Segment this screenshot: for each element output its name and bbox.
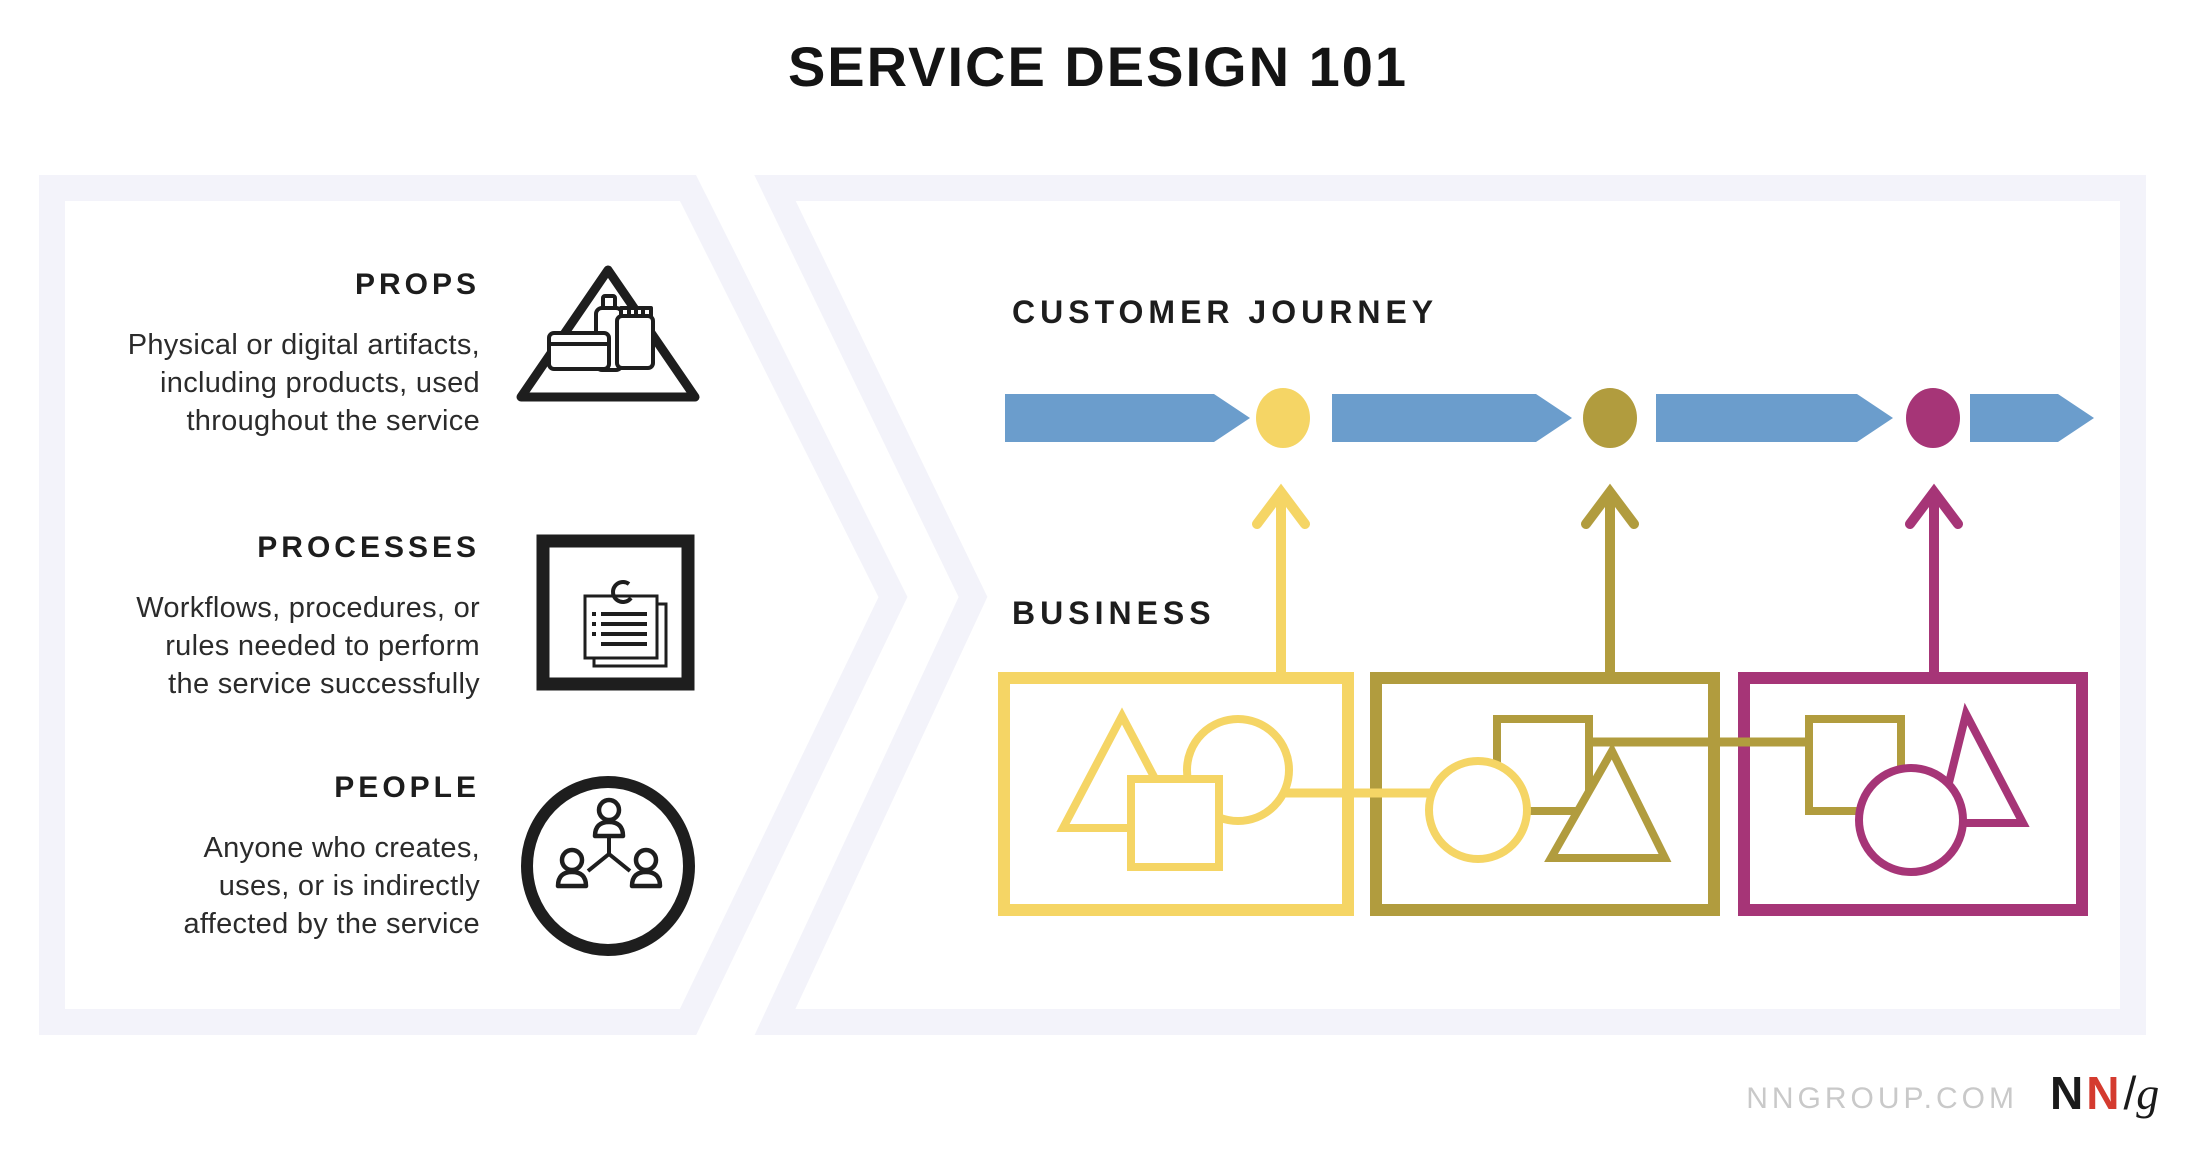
nngroup-website-text: NNGROUP.COM [1746,1082,2018,1115]
jar-icon [547,331,611,371]
props-description: Physical or digital artifacts, including… [40,326,480,440]
circle-people-icon [521,776,695,956]
journey-arrow-4 [1970,394,2094,442]
doc-margin-dots [592,612,596,636]
stage2-up-arrow [1581,483,1639,681]
square-processes-icon [536,534,695,691]
processes-line-1: Workflows, procedures, or [136,592,480,624]
stage3-box [1738,672,2088,916]
business-label: BUSINESS [1012,595,1216,631]
doc-front-page [583,594,659,660]
stage2-triangle [1544,742,1672,862]
business-boxes [998,672,2088,916]
stage3-shapes [1805,702,2030,876]
logo-n-black: N [2050,1067,2084,1119]
processes-line-3: the service successfully [168,668,480,700]
person-right-head [633,847,659,873]
person-right-body [629,869,663,889]
stage1-circle [1183,715,1293,825]
touchpoint-dot-2 [1583,388,1637,448]
nng-logo: N N / g [2050,1066,2159,1120]
stage2-shapes [1425,715,1672,863]
doc-text-lines [601,612,647,646]
stage1-shapes [1056,707,1293,871]
logo-n-red: N [2086,1067,2120,1119]
logo-g: g [2136,1068,2160,1119]
org-branch-lines [586,836,632,873]
props-label: PROPS [354,268,480,301]
customer-journey-track [1005,388,2094,448]
logo-slash: / [2123,1067,2137,1119]
person-left-body [555,869,589,889]
stage1-square [1127,775,1223,871]
people-org-glyph [555,797,663,889]
people-description: Anyone who creates, uses, or is indirect… [40,829,480,943]
person-top-head [596,797,622,823]
touchpoint-dot-3 [1906,388,1960,448]
stage1-up-arrow [1252,483,1310,681]
processes-line-2: rules needed to perform [165,630,480,662]
touchpoint-dot-1 [1256,388,1310,448]
props-line-1: Physical or digital artifacts, [127,329,480,361]
page-title: SERVICE DESIGN 101 [787,35,1409,98]
stage2-carryover-circle [1425,757,1531,863]
props-line-3: throughout the service [186,405,480,437]
journey-arrow-2 [1332,394,1572,442]
documents-glyph [583,580,668,668]
people-label: PEOPLE [334,771,480,804]
people-line-3: affected by the service [183,908,480,940]
customer-journey-label: CUSTOMER JOURNEY [1012,294,1439,330]
products-glyph [547,294,655,372]
triangle-props-icon [516,265,700,402]
stage3-triangle [1933,702,2030,827]
stage3-circle [1855,764,1967,876]
processes-description: Workflows, procedures, or rules needed t… [40,589,480,703]
stage3-up-arrow [1905,483,1963,681]
people-circle-outline [521,776,695,956]
stage-up-arrows [1252,483,1963,681]
people-line-1: Anyone who creates, [203,832,480,864]
people-line-2: uses, or is indirectly [218,870,480,902]
tube-icon [615,314,655,370]
doc-clip [611,580,633,604]
journey-arrow-3 [1656,394,1893,442]
person-top-body [592,819,626,839]
processes-label: PROCESSES [257,531,480,564]
stage1-triangle [1056,707,1188,832]
props-line-2: including products, used [160,367,480,399]
journey-arrow-1 [1005,394,1250,442]
person-left-head [559,847,585,873]
